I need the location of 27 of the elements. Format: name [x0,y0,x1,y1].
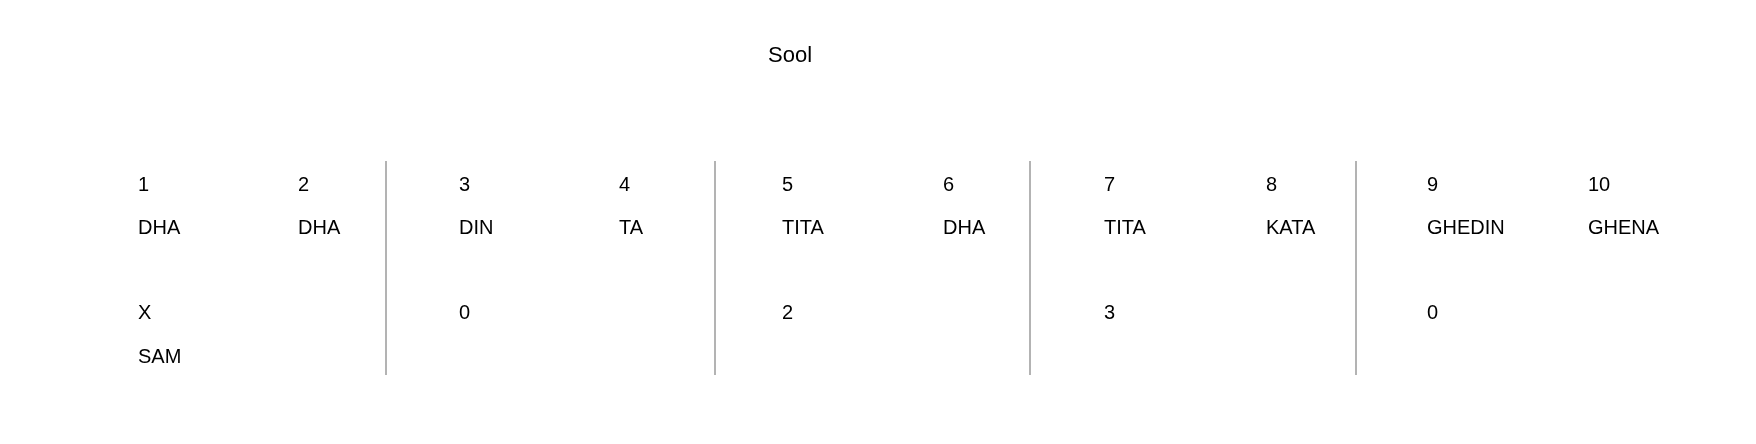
beat-label: TA [619,215,644,239]
beat-label: DHA [943,215,986,239]
beat-label: SAM [138,344,182,368]
beat-label: TITA [782,215,824,239]
title: Sool [768,42,813,68]
beat-label: X [138,300,152,324]
beat-label: 3 [1104,300,1116,324]
beat-label: 4 [619,172,631,196]
beat-label: 1 [138,172,150,196]
beat-label: TITA [1104,215,1146,239]
beat-label: 9 [1427,172,1439,196]
beat-label: 2 [298,172,310,196]
beat-label: 2 [782,300,794,324]
beat-label: 10 [1588,172,1611,196]
beat-label: 6 [943,172,955,196]
beat-label: 5 [782,172,794,196]
beat-label: 0 [1427,300,1439,324]
beat-label: 3 [459,172,471,196]
beat-label: 8 [1266,172,1278,196]
beat-label: DHA [298,215,341,239]
beat-label: 7 [1104,172,1116,196]
beat-label: DHA [138,215,181,239]
beat-label: KATA [1266,215,1316,239]
beat-label: 0 [459,300,471,324]
beat-label: GHENA [1588,215,1660,239]
beat-label: DIN [459,215,494,239]
beat-label: GHEDIN [1427,215,1505,239]
